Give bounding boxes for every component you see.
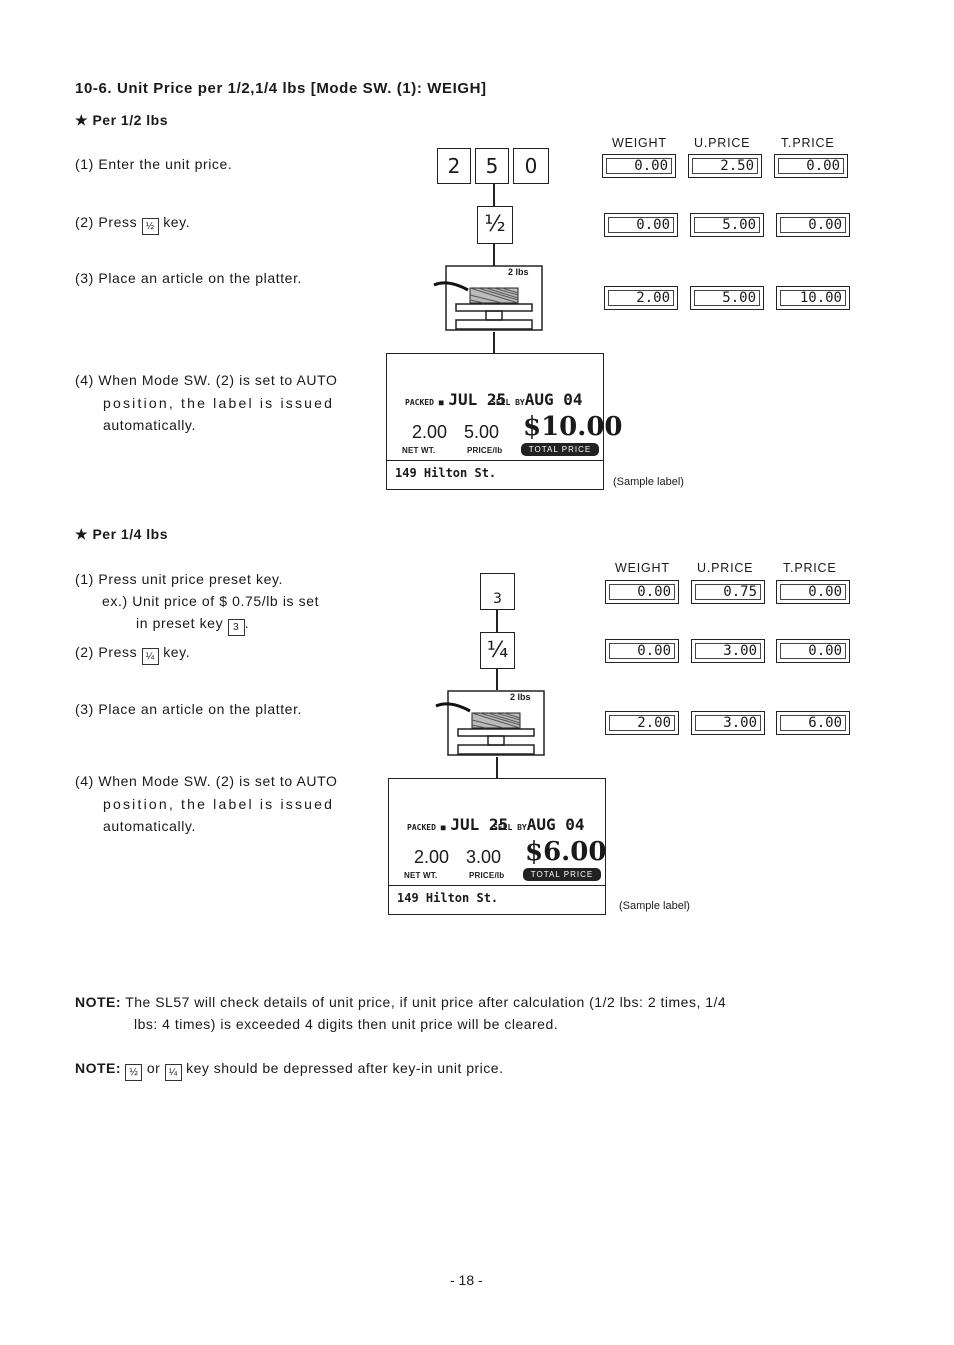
display-weight: 2.00 — [604, 286, 678, 310]
step4-line3: automatically. — [103, 417, 196, 433]
step2-pre: (2) Press — [75, 214, 138, 230]
display-weight: 0.00 — [604, 213, 678, 237]
col-tprice: T.PRICE — [783, 561, 837, 575]
label-unit-price: 5.00 — [464, 422, 500, 442]
col-weight: WEIGHT — [612, 136, 667, 150]
display-uprice: 5.00 — [690, 213, 764, 237]
sell-by-date: SELL BYAUG 04 — [491, 390, 583, 409]
half-key-icon: ½ — [141, 218, 159, 235]
half-key: ½ — [477, 206, 513, 244]
sample-caption: (Sample label) — [613, 476, 684, 488]
price-lb-caption: PRICE/lb — [467, 446, 503, 455]
step2-post: key. — [163, 644, 191, 660]
step3-text: (3) Place an article on the platter. — [75, 701, 303, 717]
step4-text: (4) When Mode SW. (2) is set to AUTO pos… — [75, 369, 365, 437]
step4-line2: position, the label is issued — [103, 795, 335, 812]
step4-line1: (4) When Mode SW. (2) is set to AUTO — [75, 372, 338, 388]
display-weight: 0.00 — [605, 639, 679, 663]
step1-example: ex.) Unit price of $ 0.75/lb is set — [102, 593, 320, 609]
display-uprice: 3.00 — [691, 639, 765, 663]
col-uprice: U.PRICE — [697, 561, 754, 575]
display-weight: 2.00 — [605, 711, 679, 735]
note2-label: NOTE: — [75, 1060, 122, 1076]
total-price-bar: TOTAL PRICE — [521, 443, 599, 456]
sample-label: PACKED ■ JUL 25 SELL BYAUG 04 2.00 3.00 … — [388, 778, 606, 915]
step2-pre: (2) Press — [75, 644, 138, 660]
display-uprice: 2.50 — [688, 154, 762, 178]
step4-text: (4) When Mode SW. (2) is set to AUTO pos… — [75, 770, 365, 838]
label-weight: 2.00 — [414, 847, 450, 867]
store-address: 149 Hilton St. — [395, 466, 497, 480]
key-5: 5 — [475, 148, 509, 184]
label-unit-price: 3.00 — [466, 847, 502, 867]
step1-text: (1) Press unit price preset key. — [75, 571, 284, 587]
step1-preset: in preset key 3. — [136, 612, 249, 636]
note1-line1: The SL57 will check details of unit pric… — [125, 994, 727, 1010]
key-2: 2 — [437, 148, 471, 184]
quarter-key: ¼ — [480, 632, 515, 669]
display-tprice: 0.00 — [776, 213, 850, 237]
scale-icon — [432, 264, 544, 332]
col-tprice: T.PRICE — [781, 136, 835, 150]
label-total: $6.00 — [525, 837, 607, 867]
col-uprice: U.PRICE — [694, 136, 751, 150]
step2-post: key. — [163, 214, 191, 230]
step3-text: (3) Place an article on the platter. — [75, 270, 303, 286]
step4-line2: position, the label is issued — [103, 394, 335, 411]
preset-key-3: 3 — [480, 573, 515, 610]
col-weight: WEIGHT — [615, 561, 670, 575]
note1-label: NOTE: — [75, 994, 122, 1010]
step4-line1: (4) When Mode SW. (2) is set to AUTO — [75, 773, 338, 789]
display-tprice: 0.00 — [776, 639, 850, 663]
step1-preset-text: in preset key — [136, 615, 224, 631]
label-weight: 2.00 — [412, 422, 448, 442]
scale-capacity-label: 2 lbs — [508, 267, 529, 277]
display-tprice: 0.00 — [774, 154, 848, 178]
step2-text: (2) Press ¼ key. — [75, 641, 190, 665]
half-key-icon: ½ — [125, 1064, 143, 1081]
display-weight: 0.00 — [602, 154, 676, 178]
net-wt-caption: NET WT. — [402, 446, 436, 455]
section-title-half: ★ Per 1/2 lbs — [75, 112, 168, 128]
display-tprice: 6.00 — [776, 711, 850, 735]
display-weight: 0.00 — [605, 580, 679, 604]
display-uprice: 5.00 — [690, 286, 764, 310]
note2-or: or — [146, 1060, 161, 1076]
key-0: 0 — [513, 148, 549, 184]
quarter-key-icon: ¼ — [141, 648, 159, 665]
section-title-quarter: ★ Per 1/4 lbs — [75, 526, 168, 542]
display-tprice: 0.00 — [776, 580, 850, 604]
label-total: $10.00 — [523, 412, 623, 442]
page-heading: 10-6. Unit Price per 1/2,1/4 lbs [Mode S… — [75, 80, 487, 97]
store-address: 149 Hilton St. — [397, 891, 499, 905]
packed-date: PACKED ■ JUL 25 — [407, 815, 509, 834]
packed-date: PACKED ■ JUL 25 — [405, 390, 507, 409]
step4-line3: automatically. — [103, 818, 196, 834]
total-price-bar: TOTAL PRICE — [523, 868, 601, 881]
note2: NOTE: ½ or ¼ key should be depressed aft… — [75, 1057, 503, 1081]
price-lb-caption: PRICE/lb — [469, 871, 505, 880]
net-wt-caption: NET WT. — [404, 871, 438, 880]
step1-text: (1) Enter the unit price. — [75, 156, 233, 172]
sell-by-date: SELL BYAUG 04 — [493, 815, 585, 834]
sample-label: PACKED ■ JUL 25 SELL BYAUG 04 2.00 5.00 … — [386, 353, 623, 490]
note1-line2: lbs: 4 times) is exceeded 4 digits then … — [134, 1016, 559, 1032]
page-number: - 18 - — [450, 1272, 483, 1288]
preset-key-icon: 3 — [227, 619, 245, 636]
scale-capacity-label: 2 lbs — [510, 692, 531, 702]
sample-caption: (Sample label) — [619, 900, 690, 912]
note2-text: key should be depressed after key-in uni… — [186, 1060, 504, 1076]
step2-text: (2) Press ½ key. — [75, 211, 190, 235]
display-uprice: 0.75 — [691, 580, 765, 604]
display-uprice: 3.00 — [691, 711, 765, 735]
note1: NOTE: The SL57 will check details of uni… — [75, 991, 875, 1035]
scale-icon — [434, 689, 546, 757]
quarter-key-icon: ¼ — [164, 1064, 182, 1081]
display-tprice: 10.00 — [776, 286, 850, 310]
